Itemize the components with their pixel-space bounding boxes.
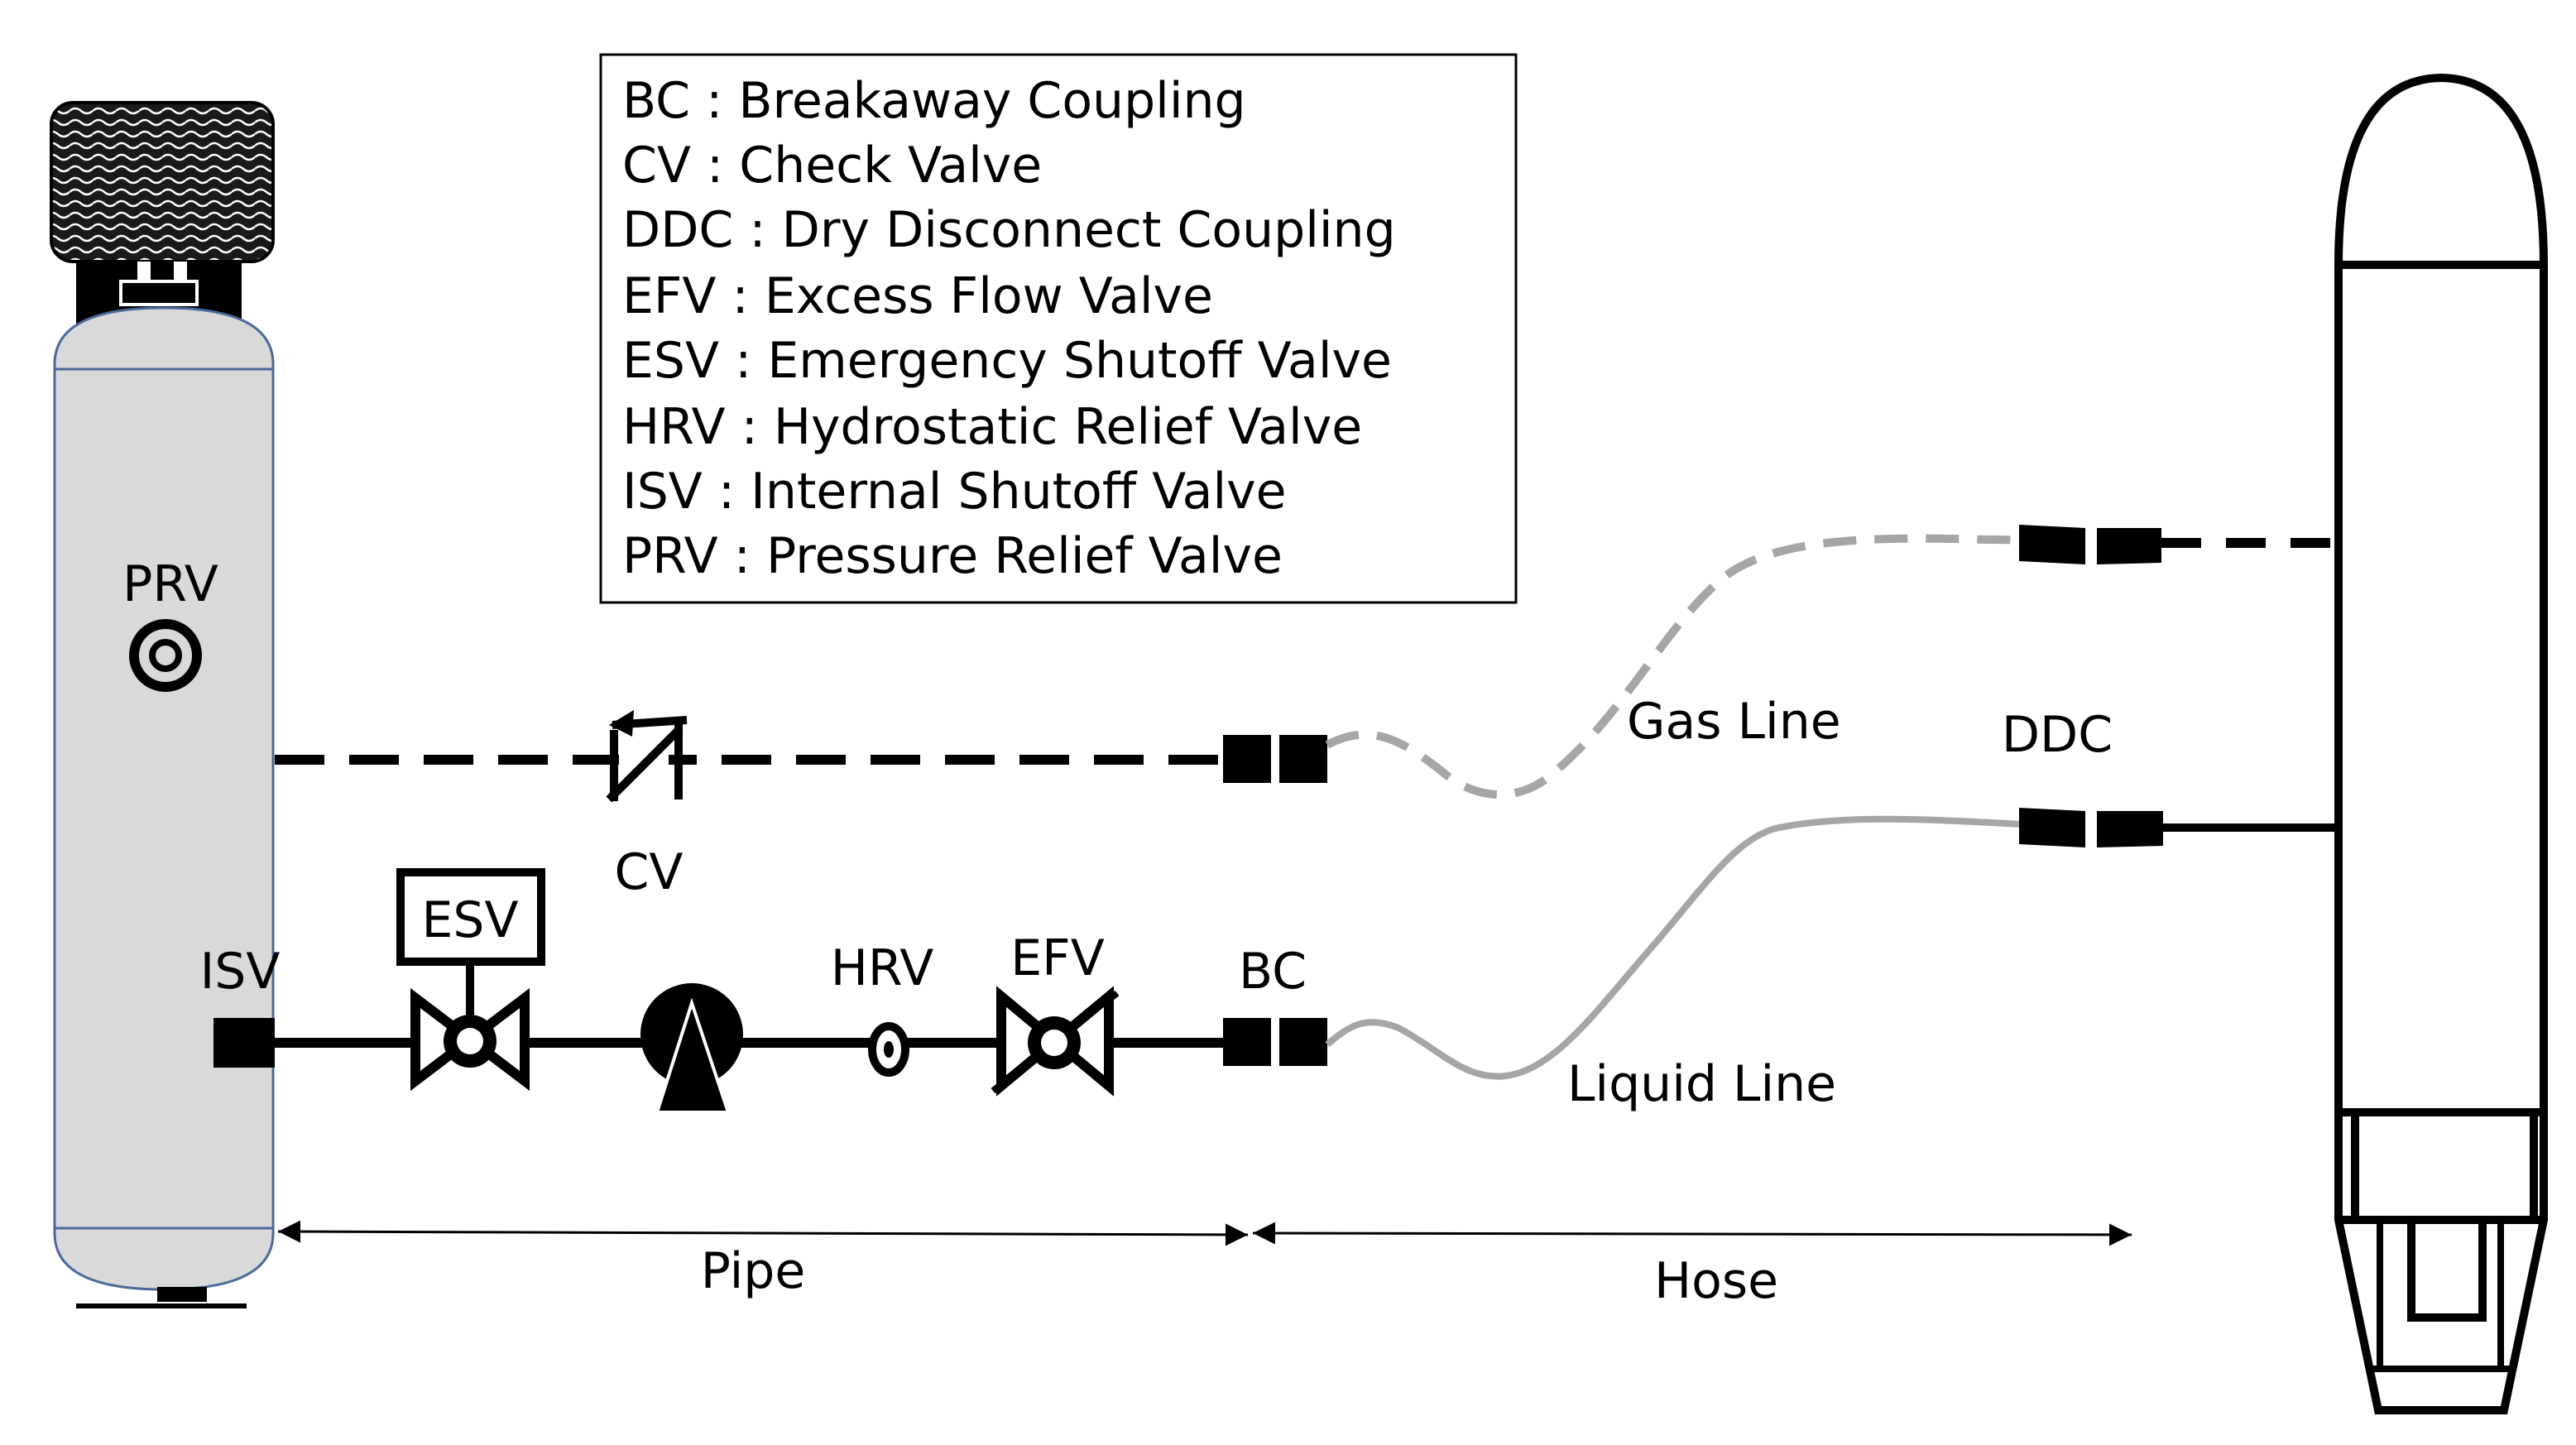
storage-tank-icon [50, 101, 275, 1308]
pipe-dimension-arrow [277, 1220, 1249, 1246]
hydrostatic-relief-valve-icon [868, 1022, 909, 1077]
legend-item: EFV : Excess Flow Valve [622, 267, 1213, 325]
dry-disconnect-coupling-icon [2019, 525, 2161, 564]
excess-flow-valve-icon [991, 986, 1120, 1097]
receiving-vessel-icon [2334, 73, 2548, 1414]
check-valve-icon [606, 710, 688, 803]
breakaway-coupling-icon [1223, 1018, 1327, 1066]
legend-item: DDC : Dry Disconnect Coupling [622, 201, 1396, 259]
legend-item: PRV : Pressure Relief Valve [622, 527, 1283, 585]
legend-box: BC : Breakaway Coupling CV : Check Valve… [599, 53, 1518, 604]
liquid-hose [1325, 815, 2023, 1080]
efv-label: EFV [1010, 929, 1104, 987]
legend-item: ESV : Emergency Shutoff Valve [622, 332, 1392, 390]
esv-label: ESV [421, 891, 518, 949]
gas-hose [1325, 534, 2023, 799]
legend-item: BC : Breakaway Coupling [622, 72, 1246, 130]
gas-line-coupling-icon [1223, 735, 1327, 783]
legend-item: CV : Check Valve [622, 137, 1042, 194]
pump-icon [640, 983, 743, 1114]
prv-label: PRV [122, 555, 218, 613]
emergency-shutoff-valve-icon [396, 868, 545, 1092]
cv-label: CV [615, 843, 684, 901]
liquid-line-label: Liquid Line [1567, 1055, 1836, 1113]
hose-dimension-arrow [1252, 1222, 2132, 1246]
dry-disconnect-coupling-icon [2019, 808, 2163, 847]
legend-item: HRV : Hydrostatic Relief Valve [622, 398, 1362, 456]
bc-label: BC [1239, 943, 1307, 1001]
hrv-label: HRV [831, 939, 934, 997]
isv-label: ISV [200, 943, 281, 1001]
legend-item: ISV : Internal Shutoff Valve [622, 463, 1287, 521]
internal-shutoff-valve-icon [213, 1018, 275, 1068]
hose-label: Hose [1654, 1252, 1778, 1310]
ddc-label: DDC [2002, 706, 2113, 764]
pressure-relief-valve-icon [129, 619, 202, 692]
gas-line-label: Gas Line [1627, 693, 1841, 751]
pipe-label: Pipe [701, 1242, 806, 1300]
